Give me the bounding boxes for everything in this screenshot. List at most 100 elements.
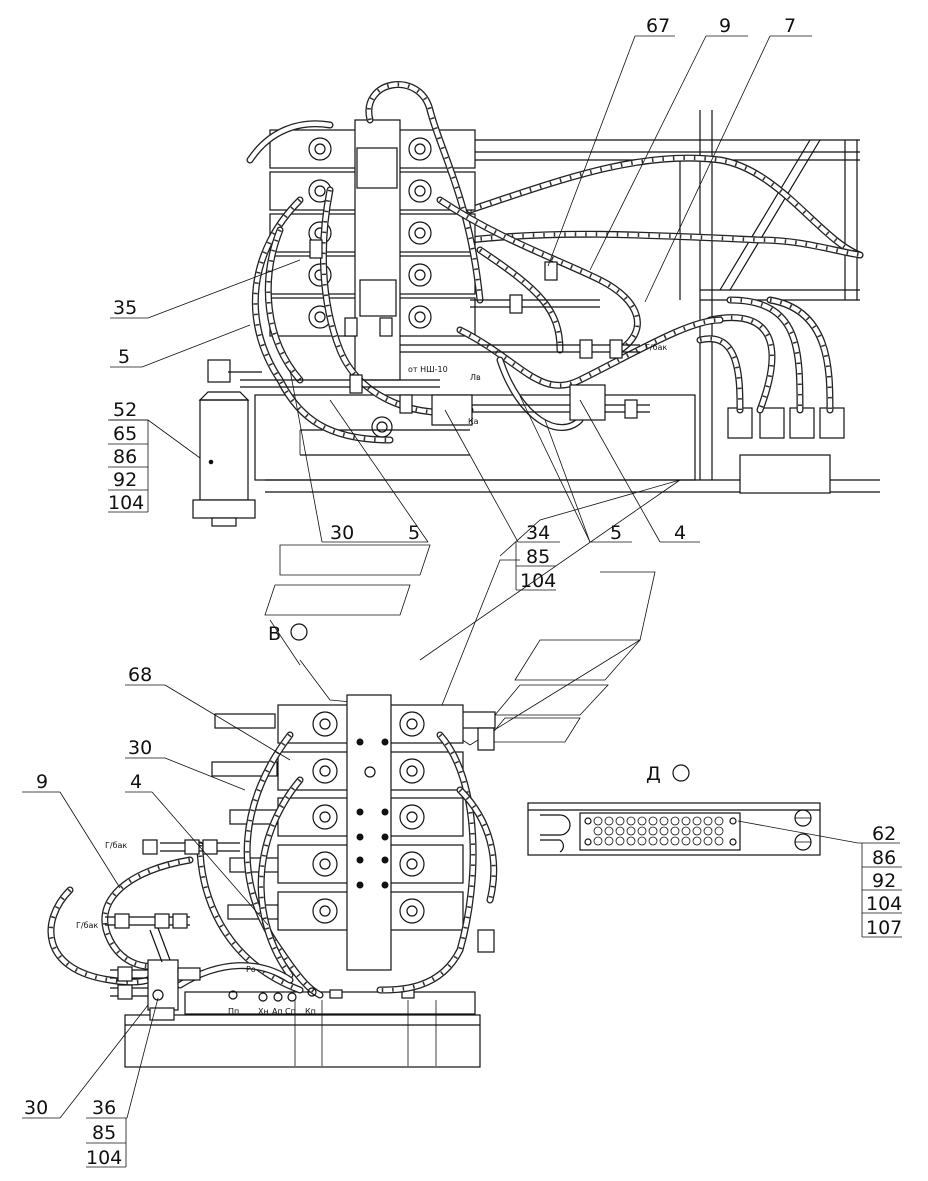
label-lv: Лв bbox=[470, 373, 481, 382]
callout-92-a: 92 bbox=[113, 469, 137, 491]
view-label-d: Д bbox=[646, 763, 661, 785]
connector-pin bbox=[681, 836, 691, 846]
connector-pin bbox=[670, 826, 680, 836]
connector-pin bbox=[681, 816, 691, 826]
label-hn: Хн bbox=[258, 1007, 269, 1016]
callout-9-lower: 9 bbox=[36, 771, 48, 793]
upper-pipes: Г/бак от НШ-10 Ка Лв bbox=[240, 239, 667, 438]
connector-pin bbox=[703, 836, 713, 846]
callout-35: 35 bbox=[113, 297, 137, 319]
leader-lines bbox=[22, 35, 900, 1119]
connector-pin bbox=[637, 816, 647, 826]
connector-pin bbox=[692, 826, 702, 836]
callout-85-a: 85 bbox=[526, 546, 550, 568]
label-sp: Сп bbox=[285, 1007, 296, 1016]
connector-pin bbox=[615, 816, 625, 826]
callout-5-mid: 5 bbox=[408, 522, 420, 544]
connector-pin bbox=[593, 816, 603, 826]
connector-pin bbox=[714, 826, 724, 836]
callout-30-lower: 30 bbox=[128, 737, 152, 759]
callout-30-bottom: 30 bbox=[24, 1097, 48, 1119]
label-from-nsh: от НШ-10 bbox=[408, 365, 448, 374]
callout-52: 52 bbox=[113, 399, 137, 421]
callout-labels: 67 9 7 35 5 52 65 86 92 104 30 5 34 85 1… bbox=[24, 15, 902, 1169]
label-ka: Ка bbox=[468, 417, 479, 426]
connector-pin bbox=[637, 836, 647, 846]
callout-34: 34 bbox=[526, 522, 550, 544]
callout-stack-62: 62 86 92 104 107 bbox=[861, 823, 902, 939]
callout-104-b: 104 bbox=[520, 570, 556, 592]
connector-pin bbox=[692, 836, 702, 846]
lower-assembly-view: В bbox=[47, 623, 498, 1068]
callout-68: 68 bbox=[128, 664, 152, 686]
lower-base bbox=[124, 989, 481, 1068]
callout-5-right: 5 bbox=[610, 522, 622, 544]
callout-92-b: 92 bbox=[872, 870, 896, 892]
connector-pin bbox=[670, 836, 680, 846]
callout-stack-36: 36 85 104 bbox=[86, 1097, 127, 1169]
callout-36: 36 bbox=[92, 1097, 116, 1119]
connector-pin bbox=[604, 836, 614, 846]
connector-pin bbox=[692, 816, 702, 826]
callout-85-b: 85 bbox=[92, 1122, 116, 1144]
callout-5-left: 5 bbox=[118, 346, 130, 368]
connector-pin bbox=[681, 826, 691, 836]
label-gbak-left1: Г/бак bbox=[105, 841, 127, 850]
label-ap: Ап bbox=[272, 1007, 283, 1016]
connector-pin bbox=[670, 816, 680, 826]
upper-small-hoses bbox=[246, 81, 724, 444]
filter-canister bbox=[192, 359, 262, 527]
callout-107: 107 bbox=[866, 917, 902, 939]
connector-pin bbox=[648, 836, 658, 846]
lower-valve-stack bbox=[277, 694, 464, 971]
connector-pin bbox=[637, 826, 647, 836]
upper-assembly-view: Г/бак от НШ-10 Ка Лв bbox=[192, 81, 880, 527]
connector-pin bbox=[659, 816, 669, 826]
connector-pin bbox=[714, 816, 724, 826]
connector-pin bbox=[659, 836, 669, 846]
callout-stack-34: 34 85 104 bbox=[515, 522, 556, 592]
callout-65: 65 bbox=[113, 423, 137, 445]
connector-pin bbox=[659, 826, 669, 836]
upper-right-frame bbox=[470, 139, 860, 494]
connector-pin bbox=[626, 836, 636, 846]
callout-67: 67 bbox=[646, 15, 670, 37]
connector-pin bbox=[626, 826, 636, 836]
connector-pin bbox=[615, 826, 625, 836]
callout-86-b: 86 bbox=[872, 847, 896, 869]
connector-pin bbox=[604, 816, 614, 826]
connector-pin-grid bbox=[593, 816, 724, 846]
view-v-marker bbox=[290, 623, 308, 641]
connector-pin bbox=[648, 816, 658, 826]
callout-4-right: 4 bbox=[674, 522, 686, 544]
connector-pin bbox=[626, 816, 636, 826]
view-label-v: В bbox=[268, 623, 281, 645]
callout-4-lower: 4 bbox=[130, 771, 142, 793]
callout-30-mid: 30 bbox=[330, 522, 354, 544]
callout-104-c: 104 bbox=[866, 893, 902, 915]
label-pp: Пп bbox=[228, 1007, 239, 1016]
callout-9-top: 9 bbox=[719, 15, 731, 37]
connector-pin bbox=[703, 816, 713, 826]
callout-7: 7 bbox=[784, 15, 796, 37]
lower-fittings: Г/бак Г/бак Пп Хн Ап Сп Кп Ро bbox=[76, 839, 317, 1021]
connector-pin bbox=[593, 826, 603, 836]
view-d-connector-panel: Д bbox=[527, 763, 821, 856]
callout-104-d: 104 bbox=[86, 1147, 122, 1169]
connector-pin bbox=[615, 836, 625, 846]
label-gbak-left2: Г/бак bbox=[76, 921, 98, 930]
view-d-marker bbox=[672, 764, 690, 782]
callout-stack-filter: 52 65 86 92 104 bbox=[108, 399, 149, 514]
connector-pin bbox=[703, 826, 713, 836]
label-kp: Кп bbox=[305, 1007, 316, 1016]
upper-large-hoses bbox=[466, 154, 864, 414]
lower-hoses bbox=[47, 731, 498, 999]
connector-pin bbox=[714, 836, 724, 846]
callout-62: 62 bbox=[872, 823, 896, 845]
label-gbak-top: Г/бак bbox=[645, 343, 667, 352]
connector-pin bbox=[648, 826, 658, 836]
label-ro: Ро bbox=[246, 965, 256, 974]
callout-104-a: 104 bbox=[108, 492, 144, 514]
connector-pin bbox=[593, 836, 603, 846]
